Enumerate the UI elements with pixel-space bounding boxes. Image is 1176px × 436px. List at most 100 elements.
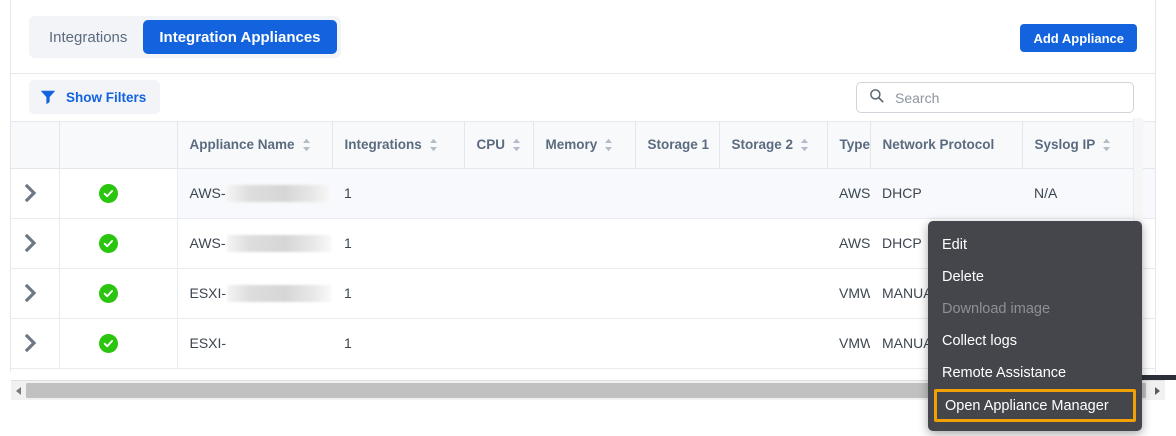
row-status: [59, 218, 178, 269]
cell-storage-1: [635, 318, 719, 369]
cell-actions: [1142, 218, 1155, 269]
menu-item-edit-label: Edit: [942, 237, 967, 253]
search-box[interactable]: [856, 82, 1134, 113]
redacted-name: [227, 284, 332, 302]
cell-appliance-name: AWS-: [177, 168, 332, 219]
search-icon: [857, 88, 893, 108]
menu-item-open-appliance-manager-label: Open Appliance Manager: [945, 397, 1109, 414]
horizontal-scrollbar[interactable]: [11, 380, 1165, 400]
show-filters-button[interactable]: Show Filters: [29, 80, 161, 114]
row-status: [59, 168, 178, 219]
row-status: [59, 268, 178, 319]
tab-integration-appliances[interactable]: Integration Appliances: [143, 20, 337, 54]
row-expand-toggle[interactable]: [11, 218, 60, 269]
col-cpu-label: CPU: [476, 137, 506, 153]
menu-item-open-appliance-manager[interactable]: Open Appliance Manager: [934, 389, 1136, 422]
sort-icon: [605, 138, 613, 151]
redacted-name: [226, 184, 332, 202]
col-syslog-ip[interactable]: Syslog IP: [1022, 122, 1143, 169]
appliance-name-prefix: ESXI-: [189, 285, 227, 301]
col-storage-1[interactable]: Storage 1: [635, 122, 720, 169]
cell-integrations: 1: [332, 218, 464, 269]
check-circle-icon: [98, 233, 118, 253]
menu-item-delete-label: Delete: [942, 269, 984, 285]
appliance-table-scroll[interactable]: Appliance Name Integrations: [11, 122, 1155, 372]
row-actions-context-menu: Edit Delete Download image Collect logs …: [928, 221, 1142, 431]
cell-appliance-name: ESXI-: [177, 268, 332, 319]
cell-syslog-ip: N/A: [1022, 168, 1142, 219]
check-circle-icon: [98, 333, 118, 353]
cell-actions: [1142, 168, 1155, 219]
row-expand-toggle[interactable]: [11, 268, 60, 319]
sort-icon: [429, 138, 437, 151]
cell-storage-2: [719, 168, 827, 219]
cell-memory: [533, 268, 635, 319]
cell-memory: [533, 168, 635, 219]
col-type[interactable]: Type: [827, 122, 871, 169]
search-input[interactable]: [893, 88, 1133, 107]
col-storage-2[interactable]: Storage 2: [719, 122, 828, 169]
col-memory-label: Memory: [545, 137, 598, 153]
filter-toolbar: Show Filters: [11, 74, 1155, 122]
col-type-label: Type: [839, 137, 870, 153]
sort-icon: [513, 138, 521, 151]
col-network-protocol[interactable]: Network Protocol: [870, 122, 1023, 169]
cell-network-protocol: DHCP: [870, 168, 1022, 219]
cell-appliance-name: ESXI-: [177, 318, 332, 369]
tab-bar: Integrations Integration Appliances Add …: [11, 0, 1155, 74]
menu-item-remote-assistance[interactable]: Remote Assistance: [928, 357, 1142, 389]
col-appliance-name-label: Appliance Name: [189, 137, 295, 153]
triangle-right-icon[interactable]: [1150, 381, 1165, 400]
redacted-name: [226, 234, 332, 252]
cell-type: AWS: [827, 218, 870, 269]
content-card: Integrations Integration Appliances Add …: [10, 0, 1156, 372]
cell-type: VMW: [827, 268, 870, 319]
col-expand: [11, 122, 60, 169]
col-memory[interactable]: Memory: [533, 122, 636, 169]
col-syslog-ip-label: Syslog IP: [1034, 137, 1096, 153]
appliance-table: Appliance Name Integrations: [11, 122, 1155, 369]
cell-storage-2: [719, 268, 827, 319]
col-integrations[interactable]: Integrations: [332, 122, 465, 169]
check-circle-icon: [98, 283, 118, 303]
table-header-row: Appliance Name Integrations: [11, 122, 1155, 169]
chevron-right-icon: [23, 234, 58, 252]
row-expand-toggle[interactable]: [11, 318, 60, 369]
chevron-right-icon: [23, 284, 58, 302]
add-appliance-button[interactable]: Add Appliance: [1020, 24, 1137, 52]
appliance-name-prefix: AWS-: [189, 185, 226, 201]
sort-icon: [302, 138, 310, 151]
page-edge-accent: [1120, 375, 1176, 380]
cell-memory: [533, 218, 635, 269]
col-status: [59, 122, 178, 169]
col-actions: [1142, 122, 1155, 169]
cell-type: AWS: [827, 168, 870, 219]
cell-actions: [1142, 268, 1155, 319]
menu-item-edit[interactable]: Edit: [928, 229, 1142, 261]
menu-item-collect-logs[interactable]: Collect logs: [928, 325, 1142, 357]
tab-integrations-label: Integrations: [49, 28, 128, 46]
cell-cpu: [464, 218, 533, 269]
appliance-name-prefix: ESXI-: [189, 335, 227, 351]
horizontal-scrollbar-thumb[interactable]: [26, 383, 1146, 398]
menu-item-download-image-label: Download image: [942, 301, 1051, 317]
cell-storage-2: [719, 218, 827, 269]
cell-storage-2: [719, 318, 827, 369]
triangle-left-icon[interactable]: [11, 381, 26, 400]
menu-item-download-image: Download image: [928, 293, 1142, 325]
cell-integrations: 1: [332, 268, 464, 319]
col-cpu[interactable]: CPU: [464, 122, 534, 169]
row-expand-toggle[interactable]: [11, 168, 60, 219]
tab-integrations[interactable]: Integrations: [33, 20, 143, 54]
table-row[interactable]: AWS- 1 AWS DHCP N/A: [11, 168, 1155, 219]
cell-appliance-name: AWS-: [177, 218, 332, 269]
row-status: [59, 318, 178, 369]
menu-item-collect-logs-label: Collect logs: [942, 333, 1017, 349]
check-circle-icon: [98, 183, 118, 203]
col-appliance-name[interactable]: Appliance Name: [177, 122, 333, 169]
col-network-protocol-label: Network Protocol: [882, 137, 995, 153]
cell-integrations: 1: [332, 318, 464, 369]
menu-item-delete[interactable]: Delete: [928, 261, 1142, 293]
tab-group: Integrations Integration Appliances: [29, 16, 341, 58]
table-header: Appliance Name Integrations: [11, 122, 1155, 169]
